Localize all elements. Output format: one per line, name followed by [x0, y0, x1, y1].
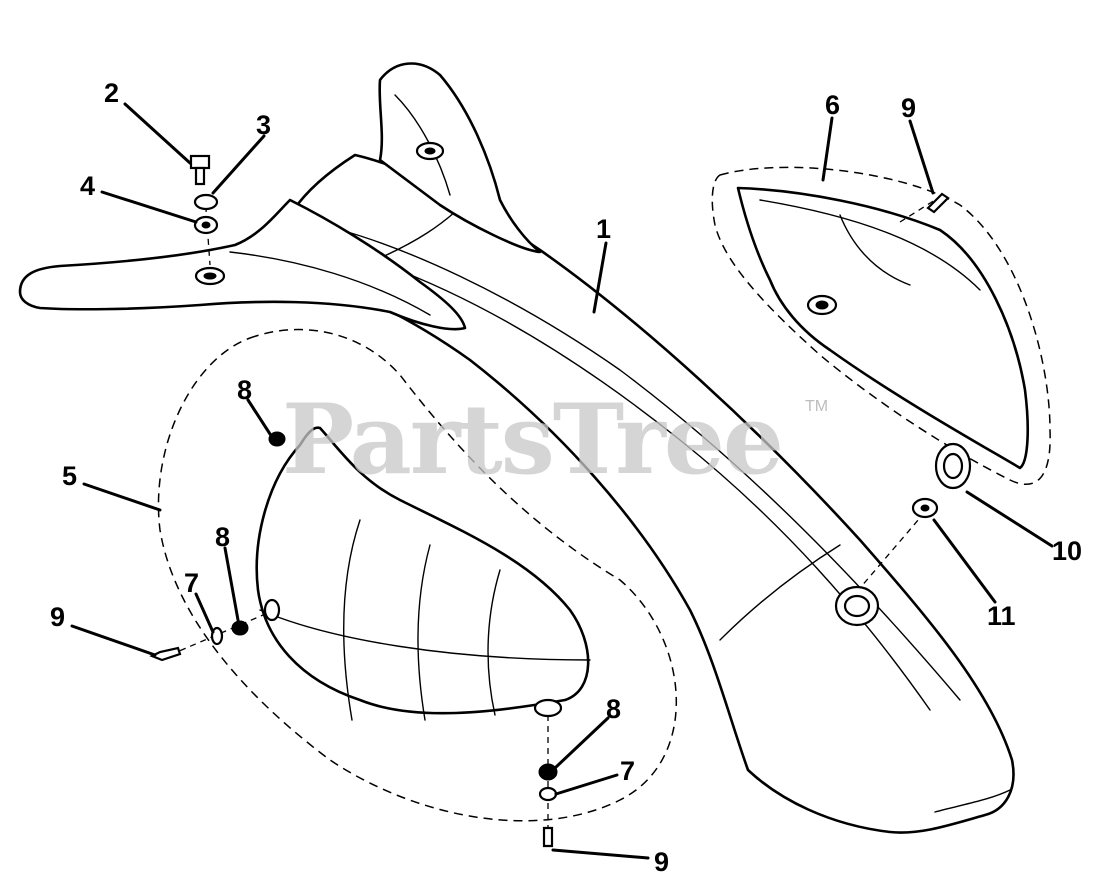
shroud-seam	[719, 544, 841, 641]
cover-hole	[533, 698, 563, 718]
leader-line-7-lower	[554, 773, 619, 796]
callout-6: 6	[825, 90, 841, 120]
callout-3: 3	[256, 110, 272, 140]
leader-line-1	[592, 241, 608, 314]
mounting-hole-inner	[424, 147, 436, 155]
leader-line-11	[932, 518, 997, 604]
side-cover-part-5	[255, 426, 590, 715]
bolt-head-icon	[189, 154, 211, 170]
cover-detail-line	[417, 544, 431, 721]
washer-icon	[538, 786, 558, 802]
axis-line	[169, 611, 271, 656]
leader-line-10	[965, 490, 1054, 548]
callout-9-lower: 9	[654, 847, 670, 877]
screw-icon	[926, 192, 950, 214]
cover-detail-line	[259, 609, 591, 661]
axis-line	[859, 511, 926, 589]
leader-line-9-left	[70, 624, 157, 657]
callout-7-lower: 7	[620, 756, 636, 786]
leader-line-7-left	[194, 592, 215, 634]
grommet-inner-icon	[942, 452, 964, 480]
nut-icon	[231, 620, 249, 636]
parts-tree-watermark: PartsTree	[282, 383, 784, 496]
left-arm	[18, 198, 467, 331]
nut-icon	[538, 763, 558, 781]
callout-10: 10	[1052, 536, 1083, 566]
leader-line-3	[211, 134, 266, 195]
panel-hole-inner	[815, 300, 829, 310]
panel-detail-line	[759, 199, 981, 291]
nut-icon	[268, 431, 286, 447]
upper-prong	[378, 62, 542, 254]
shroud-seam	[379, 211, 456, 259]
callout-8-left: 8	[215, 522, 231, 552]
callout-4: 4	[80, 171, 96, 201]
cover-hole	[263, 598, 281, 622]
arm-detail-line	[229, 251, 431, 316]
side-panel-part-6	[736, 186, 1030, 470]
callout-1: 1	[596, 214, 612, 244]
washer-hole-icon	[920, 504, 930, 512]
leader-line-8-lower	[553, 716, 610, 770]
leader-line-6	[821, 116, 834, 182]
cover-detail-line	[487, 569, 501, 716]
leader-line-5	[82, 482, 162, 512]
leader-line-9-lower	[551, 848, 650, 860]
trademark-symbol: TM	[805, 398, 829, 415]
panel-detail-line	[839, 214, 911, 286]
shroud-boss-inner	[843, 594, 871, 618]
callout-11: 11	[987, 601, 1016, 631]
leader-line-4	[100, 190, 198, 224]
callout-9-left: 9	[50, 602, 66, 632]
prong-detail-line	[394, 94, 451, 196]
leader-line-9-panel	[908, 119, 935, 195]
cover-detail-line	[343, 519, 361, 721]
callout-7-left: 7	[184, 568, 200, 598]
callout-8-upper: 8	[237, 375, 253, 405]
group-outline-5	[157, 328, 677, 822]
screw-icon	[542, 826, 554, 848]
axis-line	[899, 199, 936, 223]
washer-icon	[193, 193, 219, 211]
leader-line-8-left	[223, 546, 240, 622]
bolt-shank-icon	[194, 166, 206, 186]
callout-8-lower: 8	[606, 694, 622, 724]
shroud-tip-detail	[934, 789, 1011, 813]
nut-hole-icon	[201, 221, 211, 229]
leader-line-2	[123, 102, 192, 165]
callout-2: 2	[104, 78, 120, 108]
screw-icon	[149, 646, 182, 662]
leader-line-8-upper	[246, 398, 272, 436]
callout-5: 5	[62, 461, 78, 491]
mounting-hole-inner	[203, 272, 217, 280]
callout-9-panel: 9	[901, 93, 917, 123]
